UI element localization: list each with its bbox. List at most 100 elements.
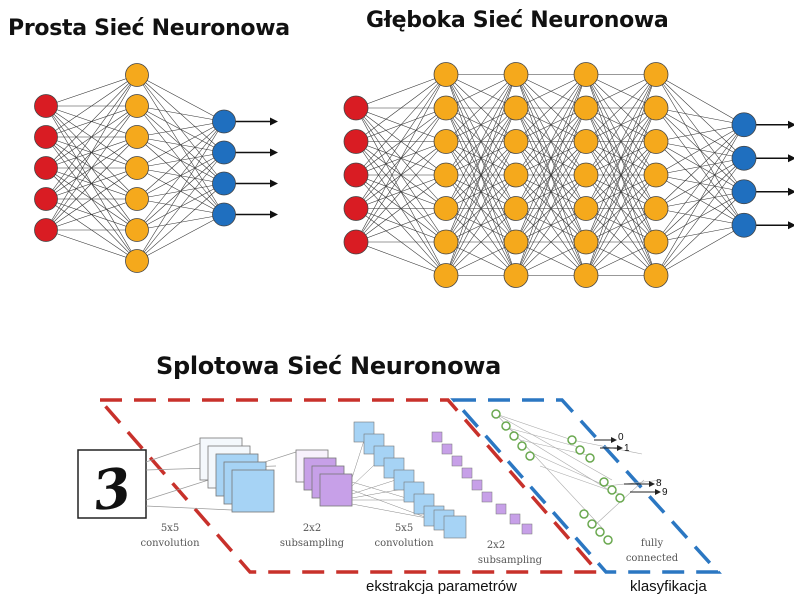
feature-extraction-box (96, 398, 602, 574)
input-neuron (34, 94, 58, 118)
classification-box (450, 398, 722, 574)
hidden-neuron (643, 229, 669, 255)
output-arrows (594, 437, 661, 495)
stage-3-size: 5x5 (395, 523, 413, 534)
hidden-neuron (643, 129, 669, 154)
deep-network-hidden-layer (433, 62, 459, 288)
deep-network-hidden-layer (643, 62, 669, 288)
arrow-head (788, 154, 794, 163)
classification-label: klasyfikacja (630, 578, 707, 595)
arrow-head (788, 187, 794, 196)
stage-2-size: 2x2 (303, 523, 321, 534)
simple-network-connections (45, 74, 225, 262)
conv-maps-1 (199, 437, 275, 513)
hidden-neuron (503, 162, 529, 188)
hidden-neuron (503, 95, 529, 121)
hidden-neuron (125, 249, 149, 273)
deep-network-hidden-layer (503, 62, 529, 288)
hidden-neuron (125, 187, 149, 211)
arrow-head (270, 210, 278, 219)
arrow-head (788, 221, 794, 230)
arrow-head (270, 148, 278, 157)
hidden-neuron (643, 196, 669, 221)
arrow-head (270, 179, 278, 188)
feature-extraction-label: ekstrakcja parametrów (366, 578, 517, 595)
output-neuron (731, 212, 757, 238)
output-neuron (212, 171, 236, 196)
fc-nodes (491, 409, 625, 545)
hidden-neuron (643, 263, 669, 288)
input-digit: 3 (89, 455, 135, 524)
hidden-neuron (433, 162, 459, 188)
input-neuron (34, 218, 58, 242)
output-neuron (731, 179, 757, 205)
arrow-head (270, 117, 278, 126)
subsample-maps-1 (295, 449, 353, 507)
hidden-neuron (433, 129, 459, 154)
input-neuron (34, 125, 58, 149)
hidden-neuron (125, 63, 149, 87)
hidden-neuron (573, 95, 599, 121)
hidden-neuron (643, 62, 669, 87)
subsample-maps-2 (431, 431, 533, 535)
simple-network-output-layer (212, 109, 236, 227)
hidden-neuron (573, 162, 599, 188)
fc-connections (495, 413, 663, 531)
hidden-neuron (643, 95, 669, 121)
arrow-head (788, 120, 794, 129)
hidden-neuron (433, 62, 459, 87)
hidden-neuron (573, 62, 599, 87)
deep-network-title: Głęboka Sieć Neuronowa (366, 8, 669, 33)
hidden-neuron (503, 62, 529, 87)
input-neuron (343, 196, 369, 221)
conv-network-title: Splotowa Sieć Neuronowa (156, 352, 502, 380)
stage-5-name: connected (626, 553, 679, 564)
deep-network-hidden-layer (573, 62, 599, 288)
hidden-neuron (503, 263, 529, 288)
output-neuron (731, 112, 757, 138)
output-neuron (212, 140, 236, 165)
simple-network-title: Prosta Sieć Neuronowa (8, 16, 290, 41)
input-neuron (343, 229, 369, 255)
output-neuron (212, 202, 236, 227)
output-neuron (212, 109, 236, 134)
stage-1-name: convolution (140, 538, 200, 549)
deep-network-output-layer (731, 112, 757, 238)
hidden-neuron (125, 94, 149, 118)
output-neuron (731, 145, 757, 171)
hidden-neuron (573, 229, 599, 255)
conv-maps-2 (353, 421, 467, 539)
hidden-neuron (503, 196, 529, 221)
input-neuron (34, 187, 58, 211)
hidden-neuron (433, 95, 459, 121)
output-label-0: 0 (618, 432, 624, 443)
output-label-9: 9 (662, 487, 668, 498)
stage-3-name: convolution (374, 538, 434, 549)
input-image: 3 (77, 449, 147, 524)
hidden-neuron (643, 162, 669, 188)
simple-network-output-arrows (235, 117, 278, 219)
hidden-neuron (573, 196, 599, 221)
stage-2-name: subsampling (280, 538, 345, 549)
stage-1-size: 5x5 (161, 523, 179, 534)
hidden-neuron (573, 263, 599, 288)
deep-network-output-arrows (756, 120, 794, 230)
input-neuron (343, 95, 369, 121)
hidden-neuron (433, 263, 459, 288)
input-neuron (34, 156, 58, 180)
simple-network-hidden-layer (125, 63, 149, 273)
hidden-neuron (503, 229, 529, 255)
simple-network-input-layer (34, 94, 58, 242)
hidden-neuron (125, 218, 149, 242)
input-neuron (343, 162, 369, 188)
stage-4-size: 2x2 (487, 540, 505, 551)
input-neuron (343, 129, 369, 154)
stage-5-size: fully (641, 538, 664, 549)
deep-network-connections (355, 74, 745, 276)
hidden-neuron (433, 229, 459, 255)
hidden-neuron (503, 129, 529, 154)
